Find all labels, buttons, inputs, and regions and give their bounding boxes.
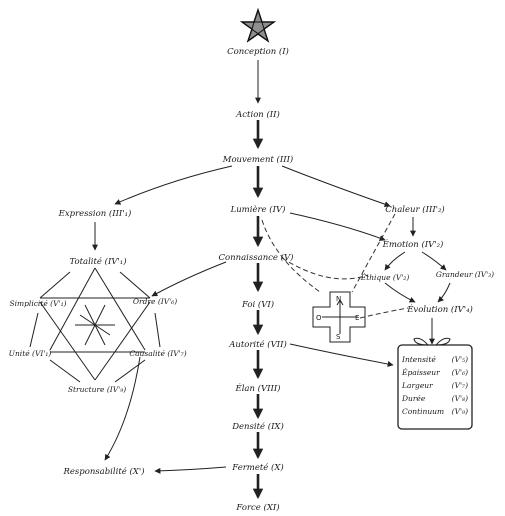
arrow-mouvement-expression — [114, 165, 233, 205]
box-item-label: Épaisseur — [401, 368, 440, 377]
arrow-connaissance-ordre — [151, 261, 227, 297]
box-item-num: (V'₅) — [452, 355, 468, 364]
star-icon — [239, 7, 277, 43]
node-simplicite: Simplicité (V'₁) — [9, 299, 66, 308]
node-evolution: Évolution (IV'₄) — [406, 303, 473, 315]
node-responsabilite: Responsabilité (X') — [62, 466, 144, 477]
node-totalite: Totalité (IV'₁) — [69, 256, 126, 267]
node-causalite: Causalité (IV'₇) — [129, 349, 186, 358]
box-item-num: (V'₉) — [452, 407, 468, 416]
compass-cross: N S E O — [312, 291, 366, 343]
arrow-emotion-grandeur — [421, 251, 447, 271]
dashed-lumiere-compass — [261, 219, 321, 293]
box-item-label: Largeur — [401, 381, 433, 390]
arrow-grandeur-evolution — [437, 282, 451, 303]
compass-e: E — [355, 314, 359, 322]
node-grandeur: Grandeur (IV'₃) — [436, 270, 494, 279]
box-item-num: (V'₈) — [452, 394, 468, 403]
node-conception: Conception (I) — [227, 46, 289, 57]
node-ordre: Ordre (IV'₆) — [133, 297, 177, 306]
node-densite: Densité (IX) — [231, 421, 284, 432]
node-elan: Élan (VIII) — [234, 382, 280, 394]
box-item-num: (V'₇) — [452, 381, 468, 390]
node-fermete: Fermeté (X) — [231, 462, 283, 473]
box-item-label: Continuum — [402, 407, 444, 416]
dashed-connaissance-ethique — [281, 257, 369, 280]
arrow-autorite-box — [289, 343, 394, 367]
node-force: Force (XI) — [235, 502, 279, 513]
node-lumiere: Lumière (IV) — [230, 204, 286, 215]
compass-n: N — [336, 295, 341, 303]
node-connaissance: Connaissance (V) — [219, 252, 294, 263]
arrow-emotion-ethique — [384, 251, 406, 271]
compass-s: S — [336, 333, 341, 341]
node-foi: Foi (VI) — [241, 299, 274, 310]
arrow-lumiere-emotion — [289, 212, 386, 241]
arrow-ethique-evolution — [384, 282, 416, 303]
box-item-label: Intensité — [401, 355, 436, 364]
box-item-label: Durée — [401, 394, 426, 403]
compass-o: O — [316, 314, 322, 322]
node-unite: Unité (VI'₁) — [9, 349, 52, 358]
gift-box — [397, 337, 473, 430]
arrow-causalite-responsabilite — [104, 356, 141, 461]
arrow-mouvement-chaleur — [281, 165, 391, 208]
node-emotion: Émotion (IV'₂) — [382, 238, 444, 250]
dashed-chaleur-compass — [351, 213, 396, 293]
node-mouvement: Mouvement (III) — [222, 154, 294, 165]
node-action: Action (II) — [235, 109, 280, 120]
box-item-num: (V'₆) — [452, 368, 468, 377]
arrow-fermete-responsabilite — [154, 466, 227, 474]
node-ethique: Éthique (V'₂) — [360, 273, 410, 282]
dashed-compass-evolution — [359, 307, 409, 319]
node-chaleur: Chaleur (III'₂) — [385, 204, 444, 215]
node-autorite: Autorité (VII) — [228, 339, 287, 350]
node-expression: Expression (III'₁) — [58, 208, 132, 219]
node-structure: Structure (IV'₉) — [68, 385, 126, 394]
hexagon-network — [29, 267, 161, 383]
